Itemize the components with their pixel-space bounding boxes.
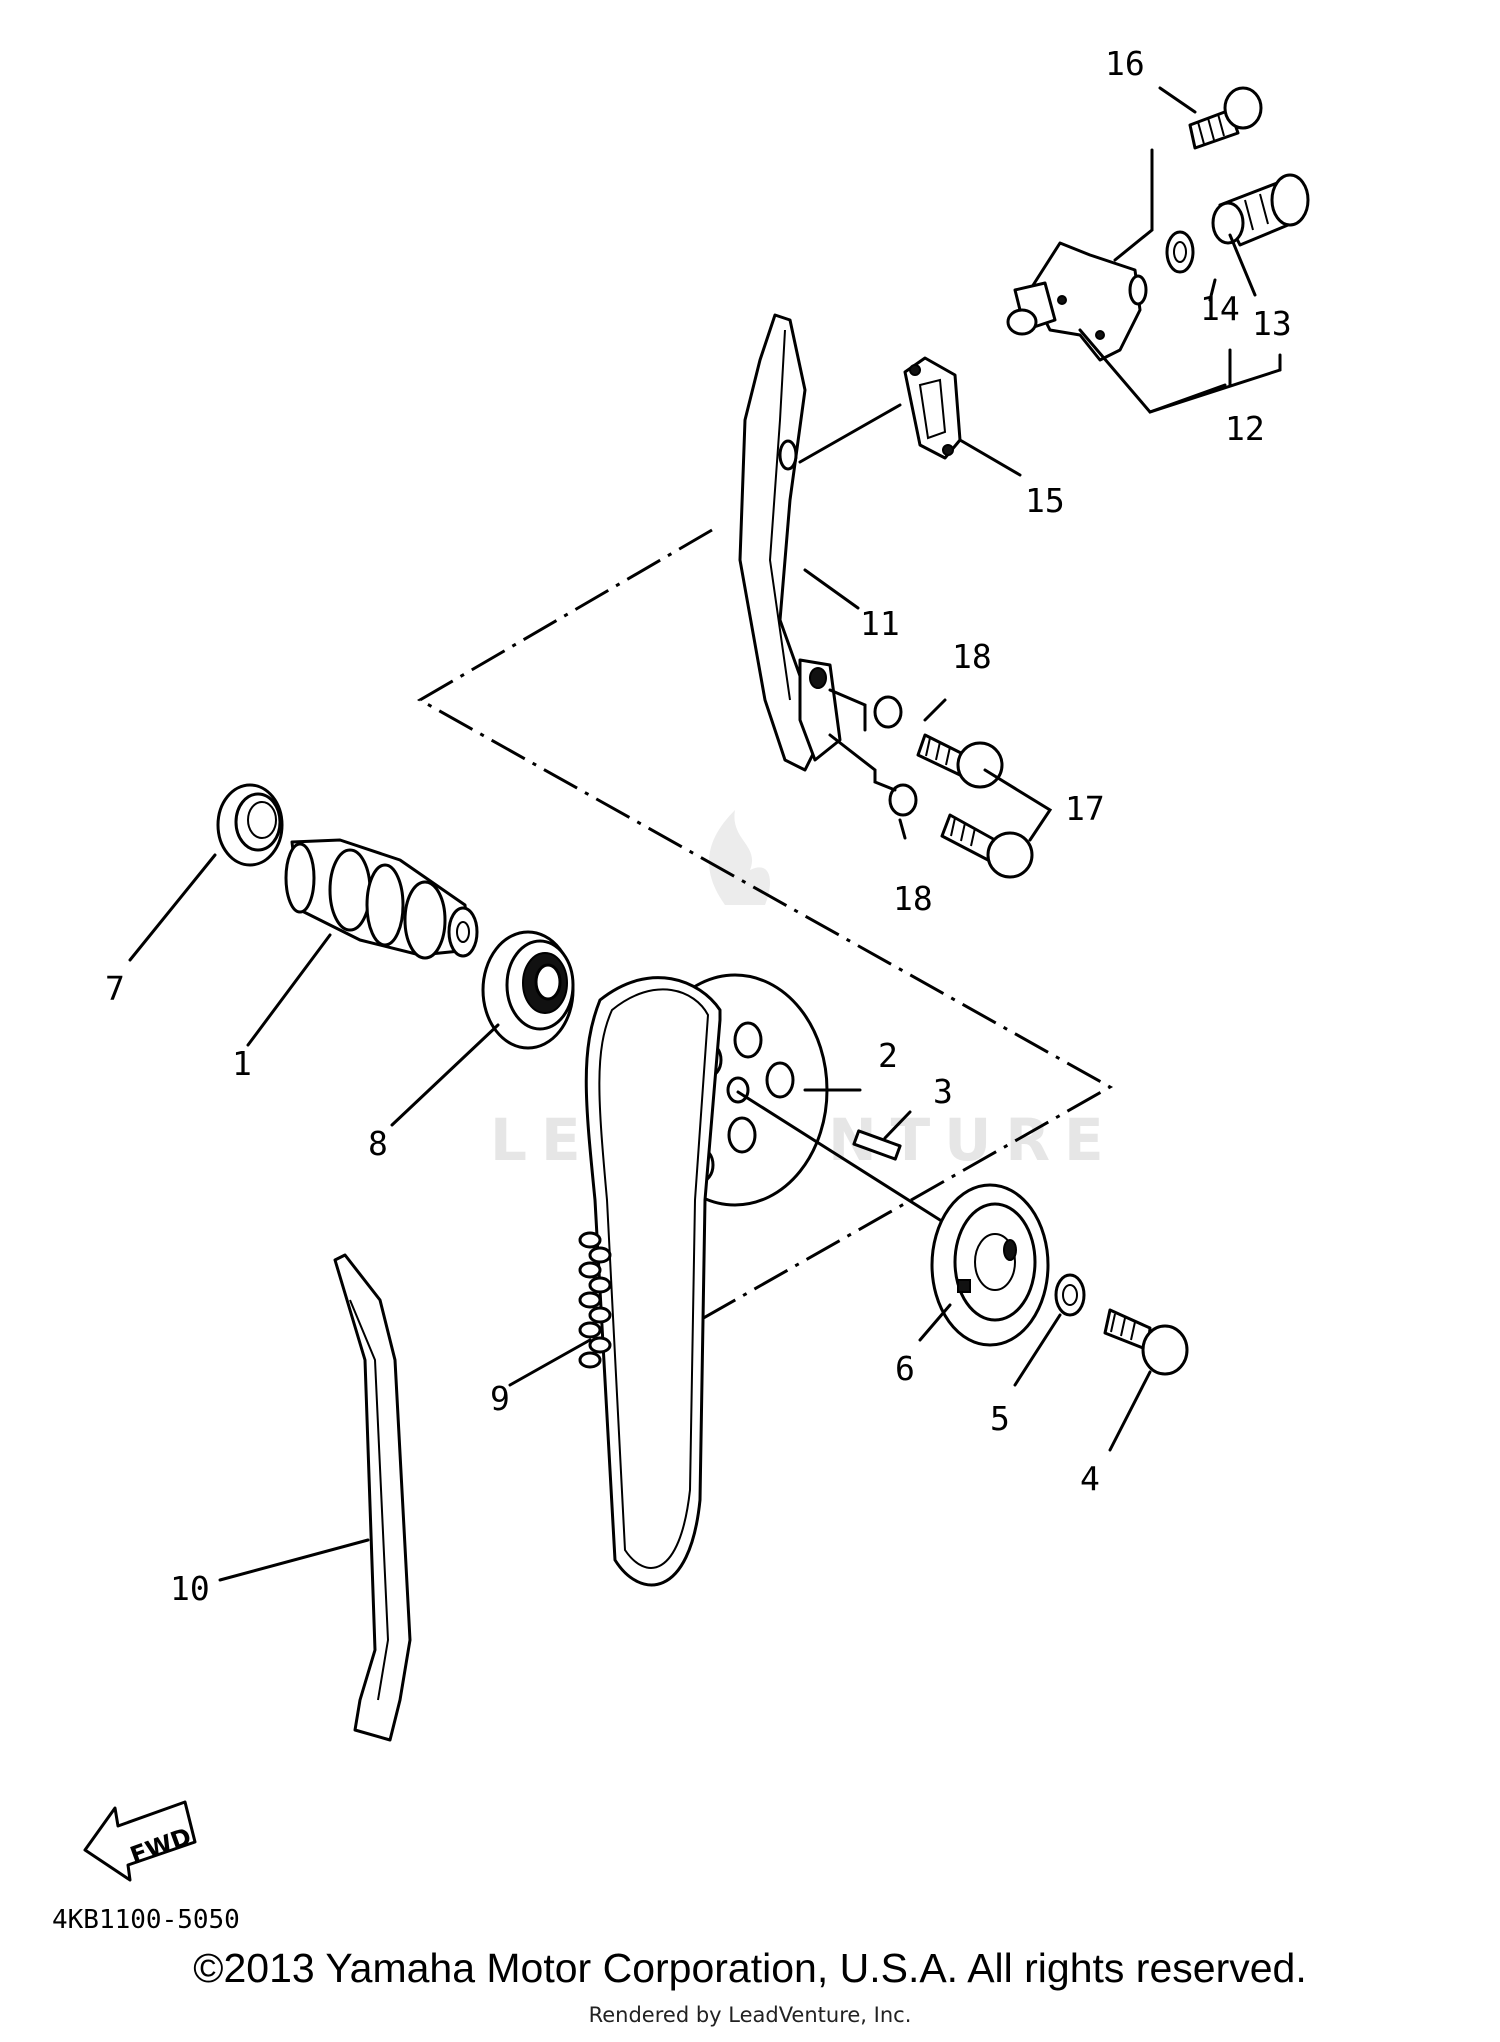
assembly-outline — [416, 528, 1114, 1322]
label-10: 10 — [170, 1569, 210, 1608]
washer — [1054, 1273, 1086, 1317]
tensioner-guide — [738, 313, 842, 772]
label-18-top: 18 — [952, 637, 992, 676]
chain-guide — [333, 1253, 412, 1742]
bearing-small — [216, 783, 284, 867]
tensioner-gasket — [903, 356, 962, 460]
label-16: 16 — [1105, 44, 1145, 83]
label-9: 9 — [490, 1379, 510, 1418]
chain-links — [578, 1231, 612, 1369]
label-11: 11 — [860, 604, 900, 643]
label-13: 13 — [1252, 304, 1292, 343]
bearing-large — [481, 930, 575, 1050]
cap-gasket — [1165, 230, 1195, 274]
label-18-bottom: 18 — [893, 879, 933, 918]
sprocket-plate — [930, 1183, 1050, 1347]
camshaft — [284, 838, 479, 960]
label-4: 4 — [1080, 1459, 1100, 1498]
leader-lines — [128, 86, 1282, 1582]
label-5: 5 — [990, 1399, 1010, 1438]
chain-tensioner — [1006, 241, 1148, 362]
guide-washer-bottom — [888, 783, 918, 817]
guide-bolt-lower — [940, 813, 1034, 879]
cap-bolt — [1211, 173, 1310, 247]
label-3: 3 — [933, 1072, 953, 1111]
label-7: 7 — [105, 969, 125, 1008]
part-labels: 1 2 3 4 5 6 7 8 9 10 11 12 13 14 15 16 1… — [105, 44, 1292, 1608]
cam-chain — [578, 976, 722, 1587]
label-1: 1 — [232, 1044, 252, 1083]
label-12: 12 — [1225, 409, 1265, 448]
label-17: 17 — [1065, 789, 1105, 828]
diagram-code: 4KB1100-5050 — [52, 1905, 240, 1935]
fwd-arrow: FWD — [83, 1800, 197, 1882]
label-14: 14 — [1200, 289, 1240, 328]
label-6: 6 — [895, 1349, 915, 1388]
guide-washer-top — [873, 695, 903, 729]
copyright-notice: ©2013 Yamaha Motor Corporation, U.S.A. A… — [193, 1945, 1307, 1991]
sprocket-bolt — [1103, 1308, 1189, 1376]
guide-bolt-upper — [916, 733, 1004, 789]
rendered-by-notice: Rendered by LeadVenture, Inc. — [588, 2003, 912, 2027]
dowel-pin — [736, 1090, 942, 1222]
label-15: 15 — [1025, 481, 1065, 520]
label-8: 8 — [368, 1124, 388, 1163]
tensioner-bolt — [1188, 86, 1263, 150]
label-2: 2 — [878, 1036, 898, 1075]
